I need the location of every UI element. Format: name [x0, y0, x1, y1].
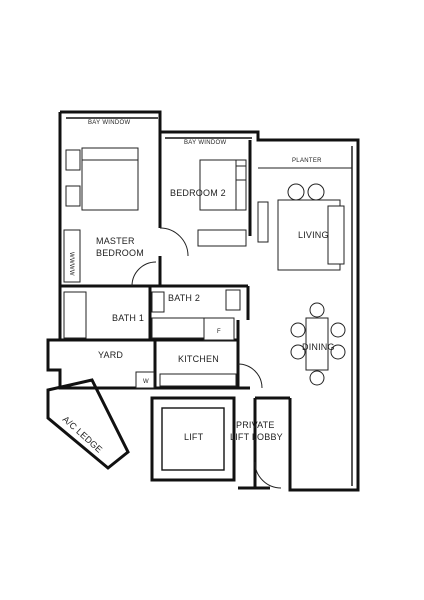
label-living: LIVING	[298, 230, 329, 240]
label-master-bedroom-line1: MASTER	[96, 236, 135, 246]
label-bath2: BATH 2	[168, 293, 200, 303]
label-kitchen: KITCHEN	[178, 354, 219, 364]
label-bay-window-bedroom2: BAY WINDOW	[184, 140, 226, 146]
label-bedroom2: BEDROOM 2	[170, 188, 226, 198]
label-master-bedroom-line2: BEDROOM	[96, 248, 144, 258]
bedroom2-bed	[199, 159, 247, 211]
bedroom2-wardrobe	[197, 229, 247, 247]
label-yard: YARD	[98, 350, 123, 360]
master-wardrobe: WWWW	[63, 229, 81, 283]
master-bed	[65, 147, 139, 211]
dining-furniture	[290, 302, 346, 386]
label-dining: DINING	[302, 342, 335, 352]
living-furniture	[257, 183, 345, 271]
svg-text:WWWW: WWWW	[68, 252, 74, 276]
label-bay-window-master: BAY WINDOW	[88, 120, 130, 126]
bath-fixtures	[63, 289, 241, 339]
label-bath1: BATH 1	[112, 313, 144, 323]
label-planter: PLANTER	[292, 158, 322, 164]
label-lift: LIFT	[184, 432, 204, 442]
washer-label: W	[143, 379, 149, 385]
fridge-label: F	[217, 329, 221, 335]
label-private-lift-lobby-line2: LIFT LOBBY	[230, 432, 283, 442]
door-swings	[131, 227, 282, 489]
ac-ledge-outline	[46, 378, 130, 470]
label-private-lift-lobby-line1: PRIVATE	[236, 420, 275, 430]
kitchen-counters	[135, 317, 237, 389]
lift-shaft	[150, 396, 236, 482]
